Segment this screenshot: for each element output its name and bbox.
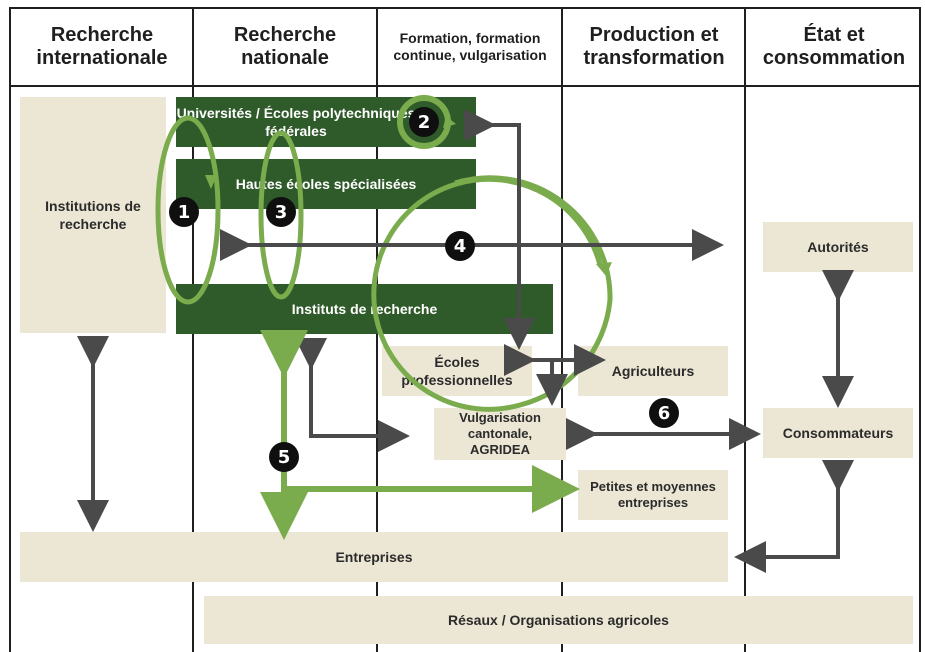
box-petites-moyennes-entreprises: Petites et moyennes entreprises [578, 470, 728, 520]
arrow-universites-ecoles [464, 109, 535, 350]
arrow-consommateurs-entreprises [734, 460, 854, 573]
box-entreprises: Entreprises [20, 532, 728, 582]
header-divider [9, 85, 921, 87]
grid-top-border [9, 7, 921, 9]
badge-6: 6 [649, 398, 679, 428]
loop-1 [155, 115, 221, 305]
badge-2: 2 [409, 107, 439, 137]
badge-4: 4 [445, 231, 475, 261]
badge-5: 5 [269, 442, 299, 472]
badge-1: 1 [169, 197, 199, 227]
box-consommateurs: Consommateurs [763, 408, 913, 458]
column-header-formation: Formation, formation continue, vulgarisa… [393, 30, 547, 63]
column-header-international: Recherche internationale [36, 24, 168, 69]
badge-3: 3 [266, 197, 296, 227]
grid-divider [744, 7, 746, 652]
arrowhead-loop-2 [443, 116, 456, 128]
column-header-national: Recherche nationale [233, 24, 337, 69]
box-reseaux-organisations: Résaux / Organisations agricoles [204, 596, 913, 644]
loop-3 [258, 130, 304, 300]
box-vulgarisation: Vulgarisation cantonale, AGRIDEA [434, 408, 566, 460]
loop-large-green [371, 175, 613, 412]
arrow-instituts-vulgarisation [295, 338, 410, 452]
arrowhead-green [596, 262, 612, 276]
column-header-etat: État et consommation [762, 24, 906, 69]
grid-divider [561, 7, 563, 652]
arrowhead-loop-1 [205, 175, 217, 189]
box-autorites: Autorités [763, 222, 913, 272]
grid-divider [9, 7, 11, 652]
box-universites: Universités / Écoles polytechniques fédé… [176, 97, 476, 147]
column-header-production: Production et transformation [583, 24, 725, 69]
grid-divider [919, 7, 921, 652]
box-institutions-de-recherche: Institutions de recherche [20, 97, 166, 333]
